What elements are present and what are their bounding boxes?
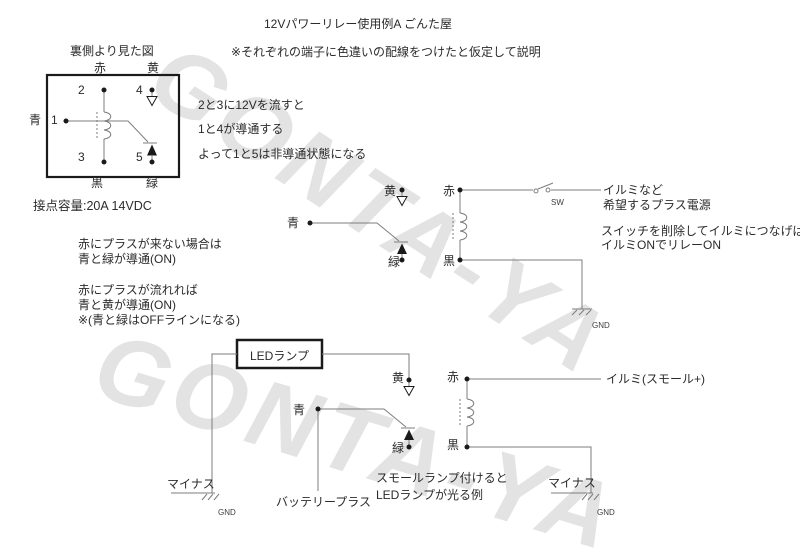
relay-pin-5: 5	[136, 150, 143, 164]
c1-ground-symbol	[571, 308, 592, 316]
explanation-line2: 1と4が導通する	[198, 122, 284, 136]
c2-contact-arm	[318, 408, 407, 428]
c1-label-blue: 青	[287, 216, 300, 230]
relay-pin-1: 1	[51, 113, 58, 127]
relay-coil-symbol	[103, 111, 112, 140]
c1-power-line1: イルミなど	[603, 183, 664, 197]
c1-nc-contact-arrow	[397, 243, 407, 254]
c2-label-red: 赤	[447, 370, 460, 384]
relay-nc-contact-arrow	[147, 144, 157, 156]
relay-pin-3: 3	[78, 150, 85, 164]
relay-label-yellow: 黄	[147, 61, 160, 75]
c1-tip-line1: スイッチを削除してイルミにつなげば	[601, 224, 800, 238]
c2-no-contact-arrow	[403, 386, 415, 397]
c1-sw-label: SW	[551, 198, 564, 207]
relay-contact-arm	[66, 120, 149, 143]
c1-label-yellow: 黄	[384, 184, 397, 198]
relay-pin-4: 4	[136, 83, 143, 97]
c1-switch-symbol	[533, 182, 554, 194]
c2-coil-symbol	[466, 398, 475, 427]
c1-tip-line2: イルミONでリレーON	[601, 238, 722, 252]
page-note: ※それぞれの端子に色違いの配線をつけたと仮定して説明	[231, 45, 541, 59]
c1-label-green: 緑	[388, 255, 401, 269]
c2-label-green: 緑	[392, 441, 405, 455]
c2-gnd-left-label: GND	[218, 508, 236, 517]
page-title: 12Vパワーリレー使用例A ごんた屋	[264, 17, 453, 31]
c1-gnd-label: GND	[592, 321, 610, 330]
c1-contact-arm	[310, 222, 400, 242]
c2-label-blue: 青	[293, 403, 306, 417]
relay-label-black: 黒	[91, 176, 104, 190]
c2-ground-left-symbol	[171, 492, 220, 501]
c2-nc-contact-arrow	[404, 429, 414, 440]
relay-pin-2: 2	[78, 83, 85, 97]
note-off-line1: 赤にプラスが来ない場合は	[78, 237, 222, 251]
c2-battery-label: バッテリープラス	[276, 495, 372, 509]
relay-label-red: 赤	[94, 61, 107, 75]
c1-label-red: 赤	[443, 184, 456, 198]
relay-capacity: 接点容量:20A 14VDC	[33, 199, 152, 213]
c2-label-black: 黒	[447, 438, 460, 452]
relay-label-blue: 青	[29, 113, 42, 127]
c1-label-black: 黒	[443, 254, 456, 268]
relay-diagram-graphics	[45, 73, 181, 179]
c2-illumi-label: イルミ(スモール+)	[606, 372, 706, 386]
c1-power-line2: 希望するプラス電源	[603, 198, 711, 212]
led-lamp-label: LEDランプ	[250, 349, 309, 363]
circuit1-graphics	[307, 182, 601, 316]
relay-no-contact-arrow	[146, 96, 158, 107]
c2-ground-right-symbol	[551, 492, 600, 501]
explanation-line3: よって1と5は非導通状態になる	[198, 147, 367, 161]
c2-label-yellow: 黄	[392, 371, 405, 385]
c2-minus-right-label: マイナス	[548, 476, 596, 490]
c2-caption-line1: スモールランプ付けると	[376, 471, 508, 485]
c1-no-contact-arrow	[396, 196, 408, 207]
explanation-line1: 2と3に12Vを流すと	[198, 98, 305, 112]
c2-minus-left-label: マイナス	[167, 477, 215, 491]
circuit2-graphics	[171, 338, 601, 501]
relay-terminal-dots	[63, 87, 155, 165]
c2-terminal-dots	[315, 376, 470, 450]
c1-terminal-dots	[307, 187, 463, 263]
note-off-line2: 青と緑が導通(ON)	[78, 252, 176, 266]
relay-box	[45, 73, 181, 179]
note-on-line2: 青と黄が導通(ON)	[78, 298, 176, 312]
relay-label-green: 緑	[146, 176, 159, 190]
note-on-line3: ※(青と緑はOFFラインになる)	[78, 313, 241, 327]
relay-heading: 裏側より見た図	[70, 44, 154, 58]
c1-coil-symbol	[459, 212, 468, 241]
c2-gnd-right-label: GND	[597, 508, 615, 517]
c2-caption-line2: LEDランプが光る例	[376, 488, 483, 502]
note-on-line1: 赤にプラスが流れれば	[78, 283, 198, 297]
